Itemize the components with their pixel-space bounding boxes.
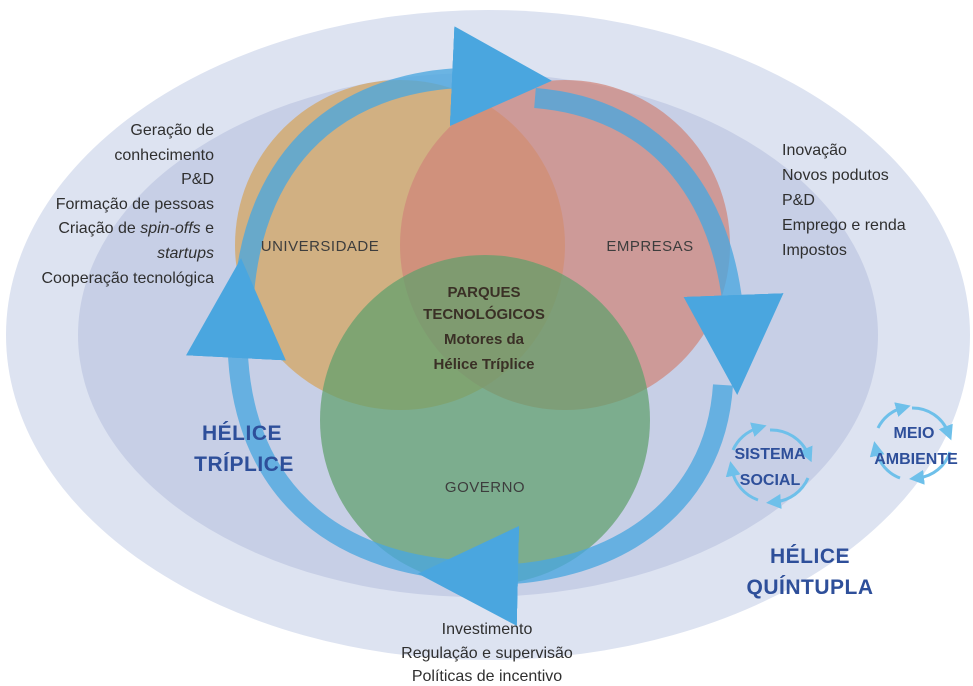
governo-output-3: Políticas de incentivo — [412, 668, 562, 685]
sistema-social-line-1: SISTEMA — [734, 446, 806, 463]
empresas-output-1: Inovação — [782, 142, 847, 159]
governo-output-1: Investimento — [442, 621, 533, 638]
univ-output-6: startups — [157, 245, 214, 262]
empresas-output-2: Novos podutos — [782, 167, 889, 184]
univ-output-5: Criação de spin-offs e — [58, 220, 214, 237]
meio-ambiente-cycle-icon — [869, 402, 953, 485]
univ-output-5c: e — [201, 220, 214, 237]
univ-output-1: Geração de — [130, 122, 214, 139]
helice-quintupla-line-1: HÉLICE — [770, 545, 850, 568]
center-line-4: Hélice Tríplice — [434, 356, 535, 373]
center-line-3: Motores da — [444, 331, 525, 348]
meio-ambiente-line-2: AMBIENTE — [874, 451, 958, 468]
univ-output-7: Cooperação tecnológica — [41, 270, 214, 287]
helice-triplice-line-1: HÉLICE — [202, 422, 282, 445]
governo-circle — [320, 255, 650, 585]
univ-output-3: P&D — [181, 171, 214, 188]
meio-ambiente-line-1: MEIO — [894, 425, 935, 442]
empresas-label: EMPRESAS — [606, 238, 693, 255]
univ-output-5b: spin-offs — [140, 220, 200, 237]
cycle-arrow-bottom-right — [418, 384, 733, 626]
cycle-arrow-left — [186, 258, 459, 580]
univ-output-5a: Criação de — [58, 220, 140, 237]
center-label: PARQUES TECNOLÓGICOS Motores da Hélice T… — [423, 284, 545, 373]
empresas-outputs: Inovação Novos podutos P&D Emprego e ren… — [782, 142, 906, 259]
governo-outputs: Investimento Regulação e supervisão Polí… — [401, 621, 573, 685]
universidade-label: UNIVERSIDADE — [261, 238, 380, 255]
empresas-output-3: P&D — [782, 192, 815, 209]
cycle-arrow-right — [534, 88, 784, 395]
universidade-outputs: Geração de conhecimento P&D Formação de … — [41, 122, 214, 287]
empresas-output-4: Emprego e renda — [782, 217, 906, 234]
empresas-output-5: Impostos — [782, 242, 847, 259]
univ-output-4: Formação de pessoas — [56, 196, 214, 213]
governo-output-2: Regulação e supervisão — [401, 645, 573, 662]
sistema-social-line-2: SOCIAL — [740, 472, 801, 489]
center-line-2: TECNOLÓGICOS — [423, 305, 545, 323]
sistema-social-cycle-icon — [725, 422, 813, 509]
univ-output-2: conhecimento — [114, 147, 214, 164]
cycle-arrow-top — [233, 26, 552, 311]
helice-triplice-line-2: TRÍPLICE — [194, 453, 294, 476]
governo-label: GOVERNO — [445, 479, 525, 496]
helice-quintupla-line-2: QUÍNTUPLA — [747, 576, 874, 599]
center-line-1: PARQUES — [447, 284, 520, 301]
